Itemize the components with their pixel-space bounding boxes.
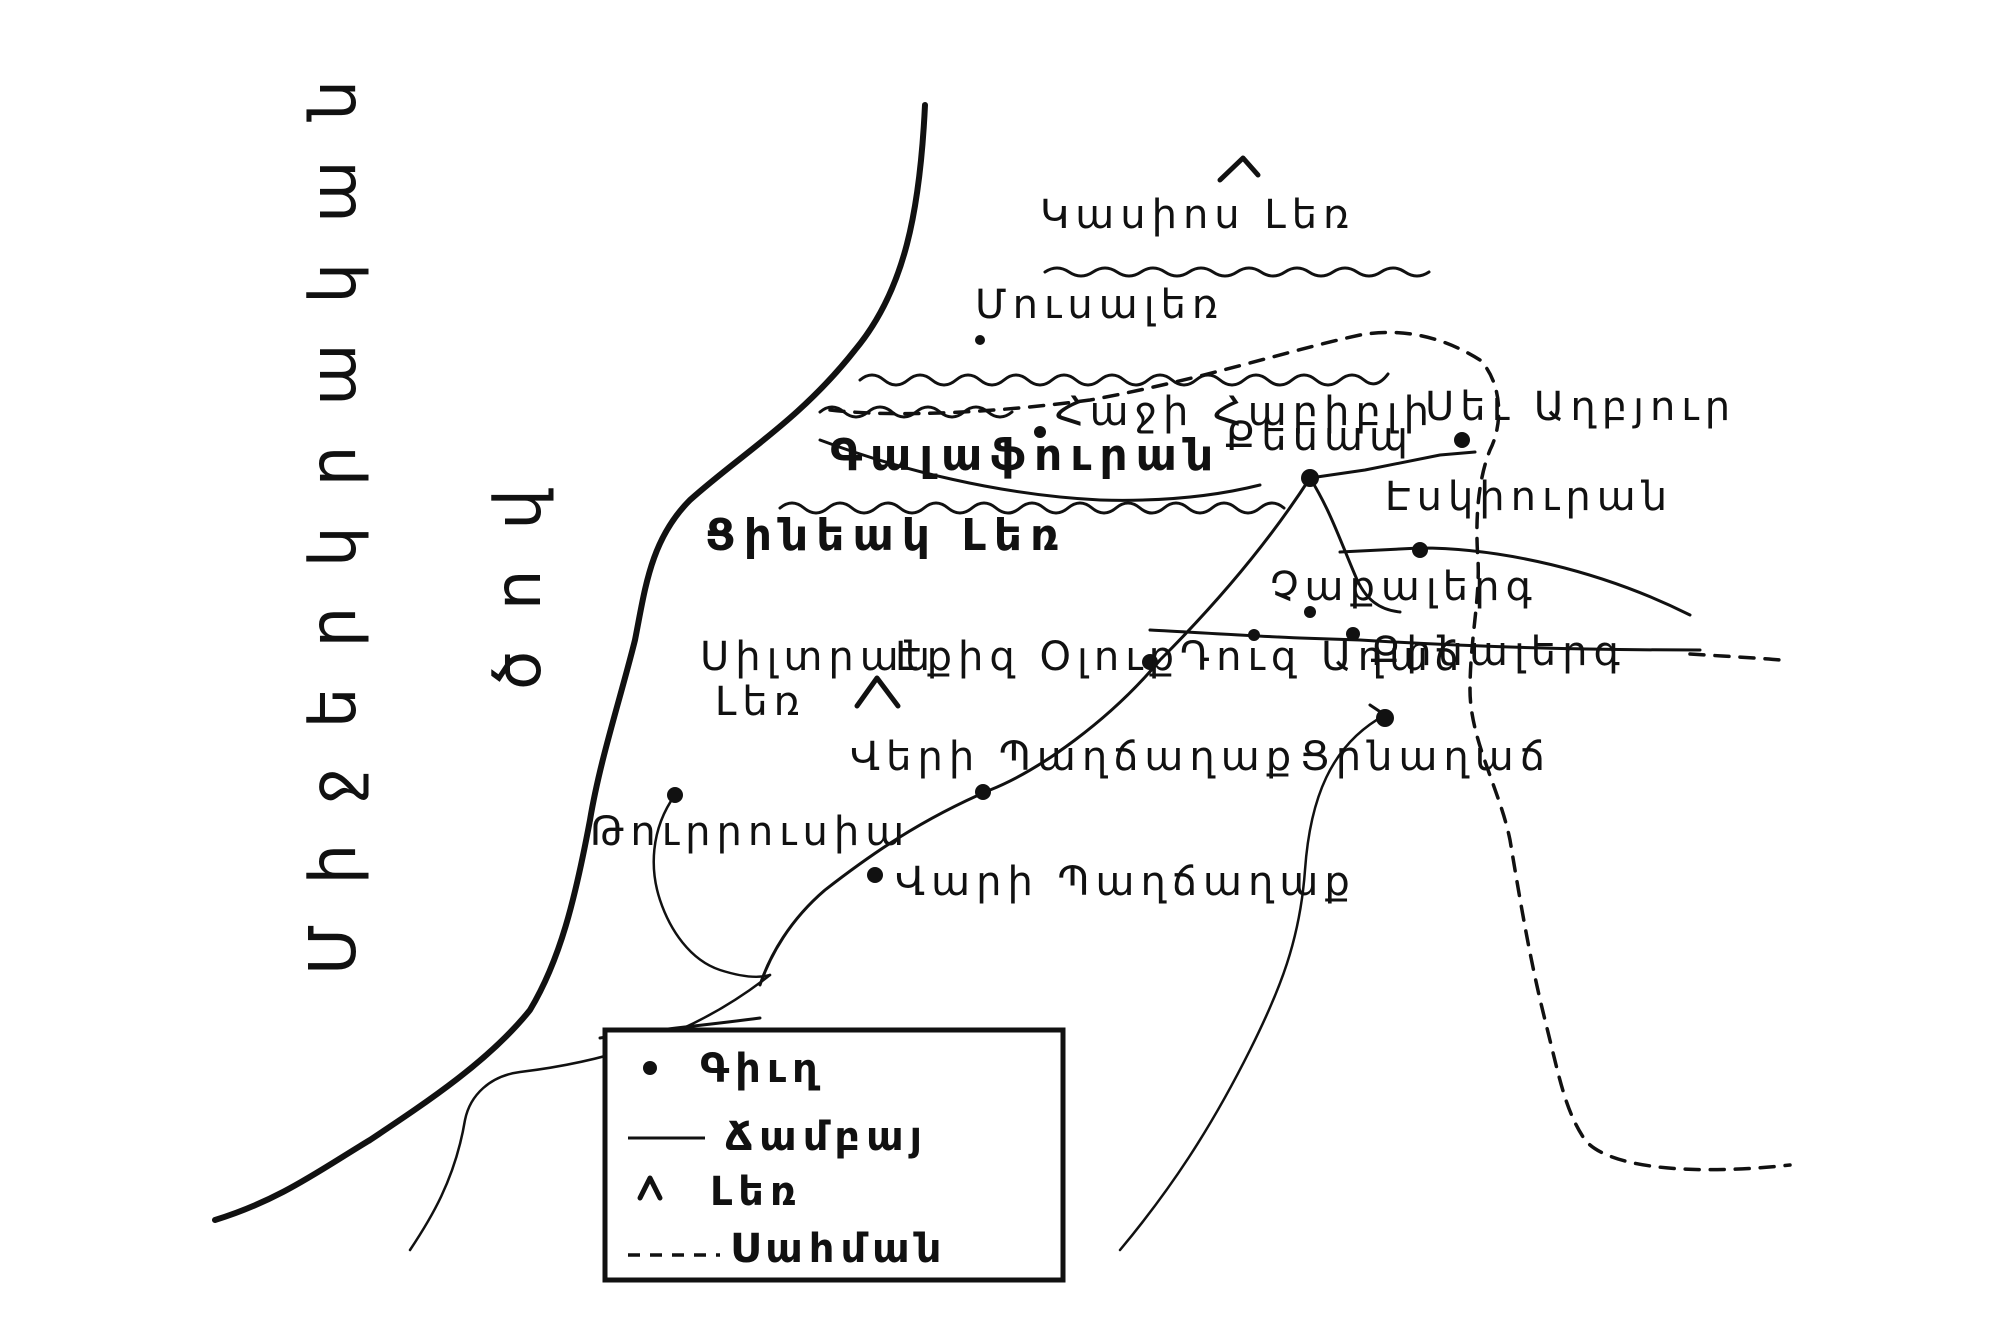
- label-sirtran: Սիլտրան: [700, 634, 936, 680]
- mountain-peak-kasios: [1217, 155, 1261, 183]
- legend-village-icon: [643, 1061, 657, 1075]
- village-dot-tsrnaghaj: [1376, 709, 1394, 727]
- village-dot-kinalerg: [1346, 627, 1360, 641]
- village-dot-kessab: [1301, 469, 1319, 487]
- legend: Գիւղ Ճամբայ Լեռ Սահման: [602, 1027, 1066, 1283]
- legend-mountain-icon: [637, 1175, 663, 1201]
- road-kessab-south: [1308, 476, 1402, 614]
- sea-label-line2: ծով: [482, 449, 556, 690]
- village-dot-duz-aghach: [1248, 629, 1260, 641]
- village-dot-musaler: [975, 335, 985, 345]
- border-east: [1688, 652, 1782, 662]
- label-kasios: Կասիոս Լեռ: [1040, 192, 1355, 238]
- road-duz-aghach: [1148, 628, 1702, 652]
- label-tsrnaghaj: Ցրնաղաճ: [1300, 734, 1551, 780]
- legend-mountain-label: Լեռ: [710, 1169, 803, 1215]
- legend-box: [602, 1027, 1066, 1283]
- label-ekiz-olukh: Էքիզ Օլուք: [895, 634, 1180, 680]
- village-dot-haji-habibli: [1034, 426, 1046, 438]
- village-dot-ekiz-olukh: [1142, 654, 1158, 670]
- label-kessab: Քեսապ: [1225, 414, 1414, 460]
- river-east: [1118, 713, 1387, 1252]
- ridge-tseniak: [778, 501, 1286, 515]
- label-verin: Վերի Պաղճաղաք: [850, 734, 1297, 780]
- label-sirtran-sub: Լեռ: [715, 679, 806, 725]
- river-galafuran: [818, 438, 1262, 502]
- label-eskiuran: Էսկիուրան: [1385, 474, 1673, 520]
- village-dot-sev-aghbyur: [1454, 432, 1470, 448]
- ridge-kasios-1: [1043, 266, 1431, 278]
- legend-border-label: Սահման: [730, 1226, 947, 1272]
- legend-village-label: Գիւղ: [700, 1046, 824, 1092]
- coastline: [212, 102, 928, 1223]
- village-dot-eskiuran: [1412, 542, 1428, 558]
- ridge-central: [818, 405, 1014, 419]
- label-turrusia: Թուրրուսիա: [590, 809, 910, 855]
- road-kessab-east: [1308, 450, 1477, 480]
- road-chakalerg-east: [1338, 546, 1692, 617]
- label-chakalerg: Չաքալերգ: [1270, 564, 1538, 610]
- village-dot-vari: [867, 867, 883, 883]
- label-musaler: Մուսալեռ: [975, 282, 1224, 328]
- label-tseniak: Ցինեակ Լեռ: [705, 510, 1067, 561]
- label-haji-habibli: Հաջի Հաբիբլի: [1055, 389, 1435, 435]
- label-galafuran: Գալաֆուրան: [830, 430, 1221, 481]
- village-dot-verin: [975, 784, 991, 800]
- label-sev-aghbyur: Սեւ Աղբյուր: [1425, 384, 1736, 430]
- label-duz-aghach: Դուզ Աղաճ: [1180, 634, 1465, 680]
- label-kinalerg: Քինալերգ: [1370, 629, 1626, 675]
- village-dot-chakalerg: [1304, 606, 1316, 618]
- sea-label-line1: Միջերկրական: [297, 40, 371, 975]
- village-dot-turrusia: [667, 787, 683, 803]
- river-turrusia: [652, 793, 772, 979]
- label-vari: Վարի Պաղճաղաք: [895, 859, 1356, 905]
- mountain-peak-sirtran: [854, 675, 901, 709]
- road-main: [758, 476, 1312, 987]
- ridge-kasios-2: [858, 372, 1390, 387]
- legend-road-label: Ճամբայ: [725, 1114, 928, 1160]
